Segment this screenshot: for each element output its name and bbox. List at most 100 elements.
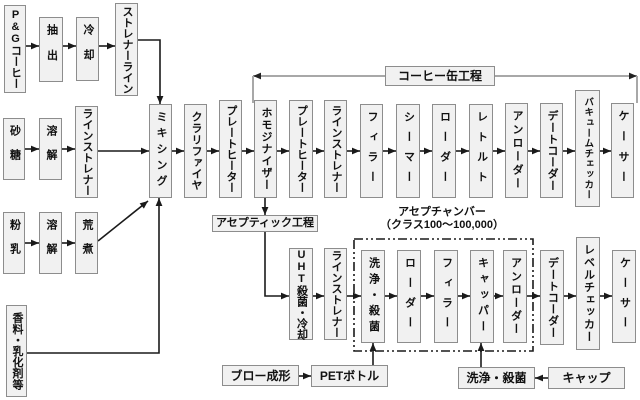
vacuum-checker-box: バキュームチェッカー [575, 90, 600, 207]
level-checker-label: レベルチェッカー [582, 243, 595, 344]
arrowhead [369, 343, 377, 351]
dissolve-1-box: 溶解 [39, 118, 62, 180]
arrowhead [603, 147, 611, 155]
arrowhead [461, 147, 469, 155]
wash-sterilize-1-label: 洗浄・殺菌 [367, 257, 380, 336]
rough-boil-box: 荒煮 [75, 212, 98, 274]
arrowhead [303, 372, 311, 380]
milk-powder-label: 粉乳 [8, 219, 21, 267]
pet-bottle-label: PETボトル [319, 369, 380, 383]
arrowhead [107, 42, 115, 50]
pg-coffee-box: P&Gコーヒー [4, 5, 26, 93]
unloader-1-box: アンローダー [505, 103, 528, 198]
loader-2-label: ローダー [403, 256, 416, 337]
arrowhead [568, 292, 576, 300]
capper-box: キャッパー [470, 250, 494, 343]
aseptic-process-box: アセプティック工程 [212, 215, 318, 232]
unloader-1-label: アンローダー [511, 110, 523, 191]
wash-sterilize-1-box: 洗浄・殺菌 [361, 250, 385, 343]
arrowhead [532, 292, 540, 300]
arrowhead [67, 145, 75, 153]
mixing-box: ミキシング [149, 104, 172, 198]
flavor-emulsifier-box: 香料・乳化剤等 [6, 305, 27, 397]
arrowhead [316, 147, 324, 155]
arrowhead [629, 72, 637, 80]
dissolve-2-label: 溶解 [45, 219, 57, 267]
flow-arrow-line [264, 232, 289, 297]
arrowhead [477, 343, 485, 351]
coffee-can-process-box: コーヒー缶工程 [385, 66, 495, 86]
retort-label: レトルト [475, 111, 488, 191]
arrowhead [495, 292, 503, 300]
extraction-label: 抽出 [45, 24, 58, 75]
arrowhead [176, 147, 184, 155]
date-coder-1-box: デートコーダー [540, 103, 563, 198]
loader-1-box: ローダー [432, 104, 456, 198]
caser-1-label: ケーサー [617, 109, 629, 192]
arrowhead [253, 72, 261, 80]
uht-sterilize-cool-label: UHT殺菌・冷却 [295, 248, 308, 340]
filler-2-label: フィラー [440, 256, 453, 337]
filler-2-box: フィラー [434, 250, 458, 343]
plate-heater-2-box: プレートヒーター [289, 100, 313, 198]
cap-label: キャップ [562, 371, 611, 385]
clarifier-box: クラリファイヤ [184, 104, 207, 198]
loader-1-label: ローダー [438, 111, 451, 191]
arrowhead [567, 147, 575, 155]
strainer-line-box: ストレナーライン [115, 3, 138, 96]
homogenizer-label: ホモジナイザー [260, 107, 272, 191]
capper-label: キャッパー [476, 257, 489, 336]
arrowhead [281, 292, 289, 300]
seamer-box: シーマー [396, 104, 420, 198]
line-strainer-3-box: ラインストレナー [324, 248, 347, 340]
filler-1-box: フィラー [360, 104, 383, 198]
arrowhead [31, 145, 39, 153]
aseptic-chamber-title: アセプチャンバー （クラス100～100,000） [356, 206, 528, 232]
plate-heater-1-label: プレートヒーター [225, 105, 237, 193]
line-strainer-1-box: ラインストレナー [75, 106, 98, 198]
arrowhead [462, 292, 470, 300]
date-coder-2-box: デートコーダー [540, 250, 564, 345]
flow-arrow-line [97, 200, 149, 242]
arrowhead [389, 292, 397, 300]
arrowhead [352, 147, 360, 155]
plate-heater-1-box: プレートヒーター [219, 100, 242, 198]
arrowhead [316, 292, 324, 300]
coffee-can-process-label: コーヒー缶工程 [397, 69, 482, 83]
arrowhead [604, 292, 612, 300]
strainer-line-label: ストレナーライン [121, 5, 133, 94]
arrowhead [281, 147, 289, 155]
mixing-label: ミキシング [155, 111, 167, 191]
caser-2-label: ケーサー [618, 256, 631, 337]
aseptic-process-label: アセプティック工程 [215, 217, 315, 229]
arrowhead [156, 96, 164, 104]
arrowhead [261, 207, 269, 215]
aseptic-chamber-title-line1: アセプチャンバー [398, 206, 486, 218]
seamer-label: シーマー [402, 111, 415, 191]
arrowhead [155, 198, 163, 206]
arrowhead [424, 147, 432, 155]
aseptic-chamber-title-line2: （クラス100～100,000） [380, 219, 504, 231]
line-strainer-2-label: ラインストレナー [330, 105, 342, 193]
arrowhead [31, 239, 39, 247]
arrowhead [388, 147, 396, 155]
blow-molding-label: ブロー成形 [230, 368, 291, 383]
flavor-emulsifier-label: 香料・乳化剤等 [11, 312, 23, 390]
aseptic-chamber-boundary [353, 238, 534, 352]
caser-2-box: ケーサー [612, 250, 636, 343]
line-strainer-1-label: ラインストレナー [81, 108, 93, 196]
loader-2-box: ローダー [397, 250, 421, 343]
dissolve-2-box: 溶解 [39, 212, 62, 274]
pg-coffee-label: P&Gコーヒー [9, 9, 22, 89]
sugar-box: 砂糖 [3, 118, 25, 180]
date-coder-2-label: デートコーダー [546, 256, 559, 339]
extraction-box: 抽出 [39, 17, 63, 82]
line-strainer-2-box: ラインストレナー [324, 100, 347, 198]
milk-powder-box: 粉乳 [3, 212, 25, 274]
sugar-label: 砂糖 [8, 125, 21, 173]
arrowhead [246, 147, 254, 155]
cooling-label: 冷却 [82, 24, 94, 74]
level-checker-box: レベルチェッカー [576, 237, 600, 350]
vacuum-checker-label: バキュームチェッカー [582, 97, 594, 200]
